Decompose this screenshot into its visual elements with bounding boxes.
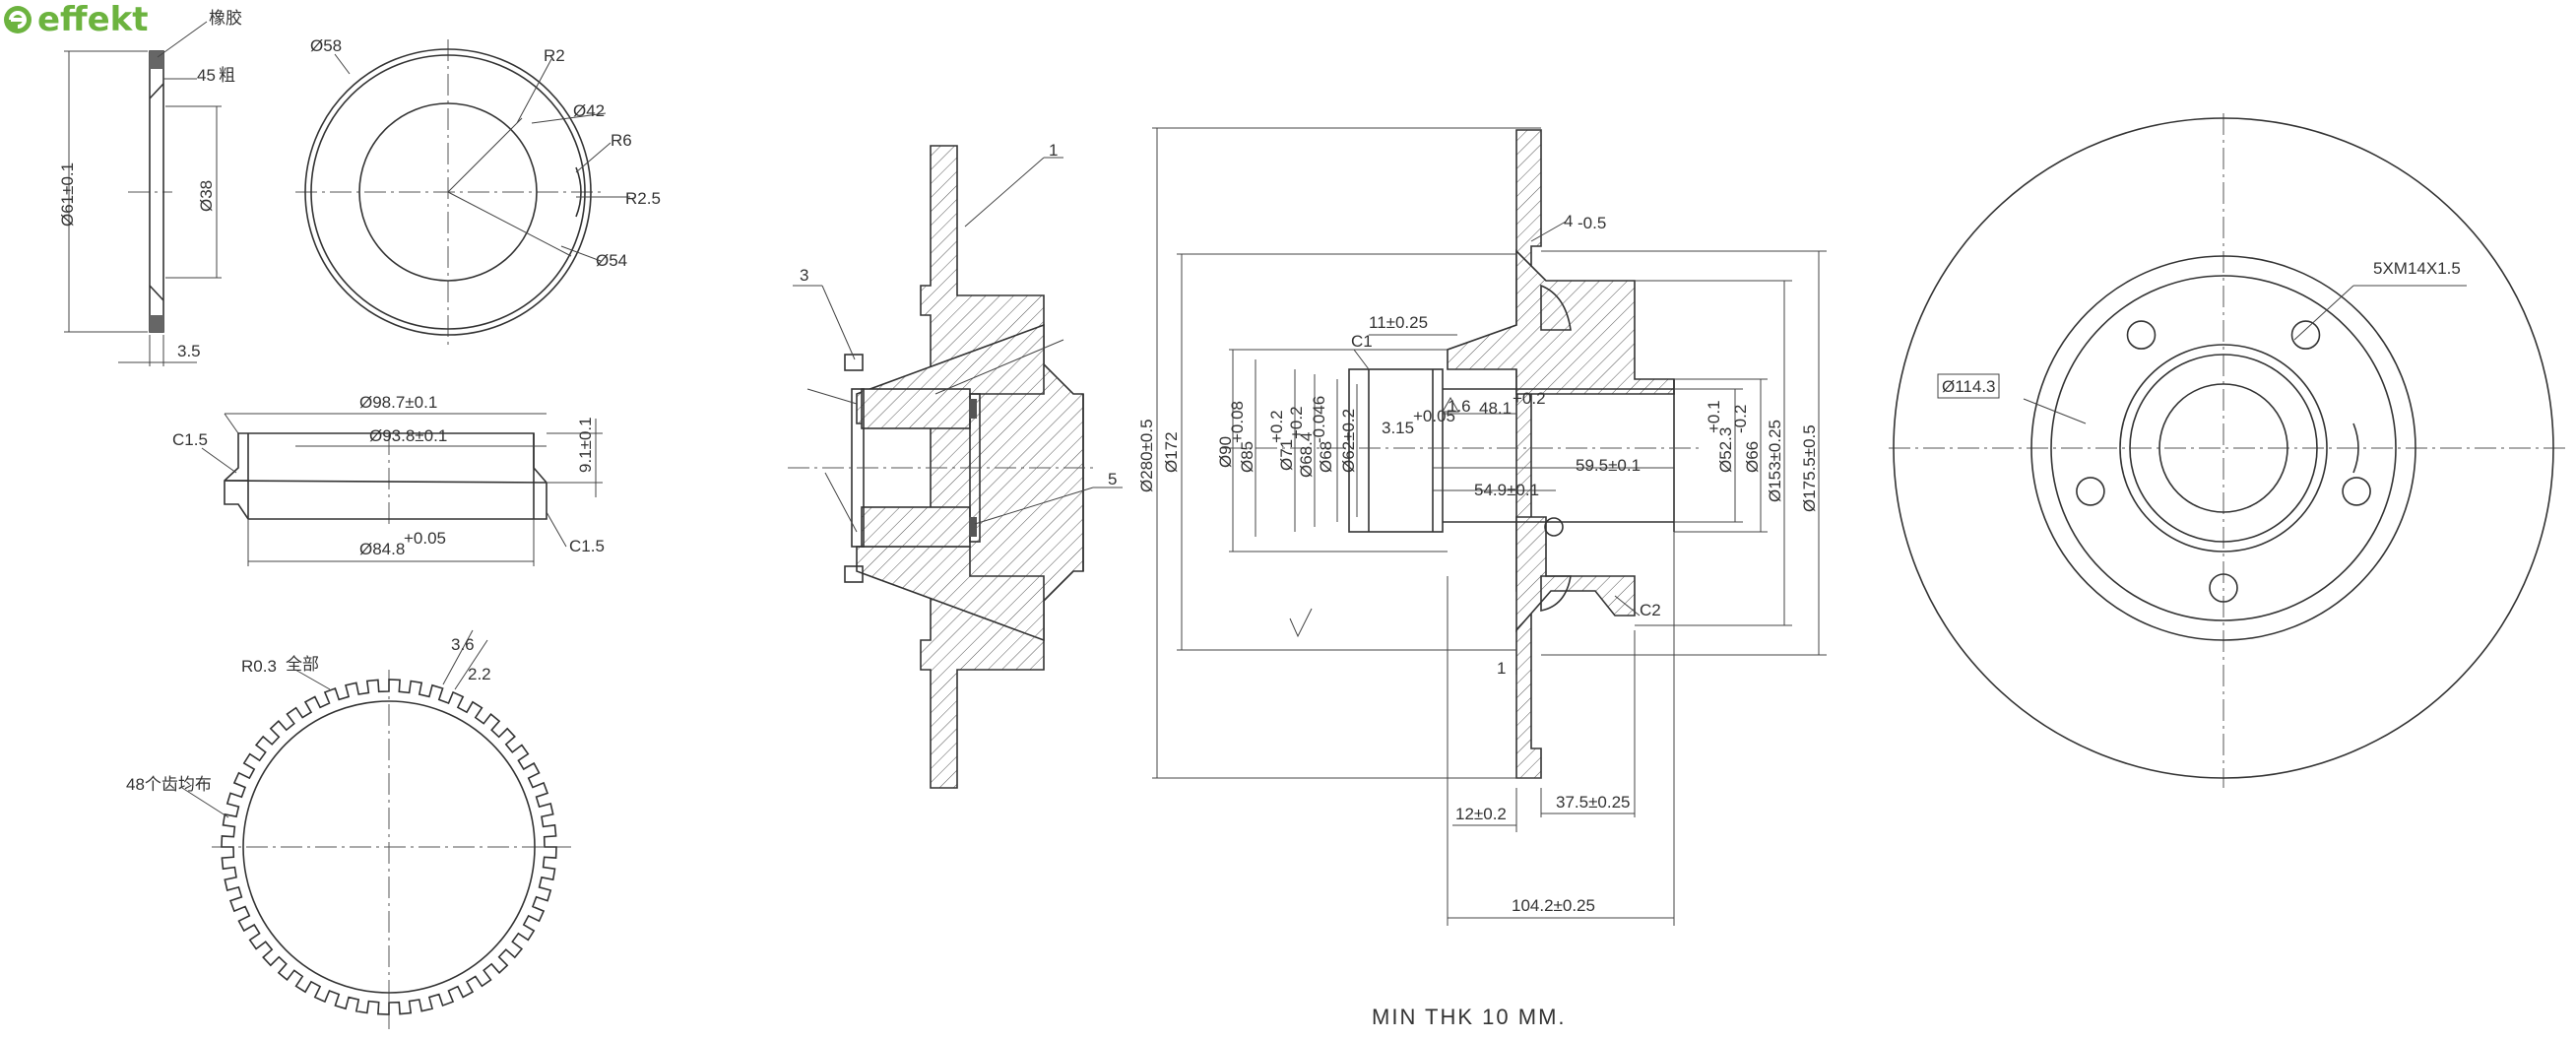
front-pcd: Ø114.3 [1942, 377, 1996, 396]
disc-d523: Ø52.3 [1716, 427, 1735, 473]
disc-t12: 12±0.2 [1455, 805, 1507, 823]
disc-d1755: Ø175.5±0.5 [1800, 424, 1819, 512]
disc-d684: Ø68.4 [1297, 432, 1316, 478]
disc-d66-tol: -0.2 [1731, 405, 1750, 433]
disc-c2: C2 [1640, 601, 1661, 619]
seal-angle: 45 [197, 66, 216, 85]
disc-t549: 54.9±0.1 [1474, 481, 1539, 499]
disc-c1: C1 [1351, 332, 1373, 351]
ring-front-view: Ø58 R2 Ø42 R6 R2.5 Ø54 [295, 36, 661, 345]
bearing-ring-section: Ø98.7±0.1 Ø93.8±0.1 Ø84.8 +0.05 9.1±0.1 … [172, 393, 605, 566]
effekt-logo-icon [4, 6, 32, 33]
disc-t4-tol: -0.5 [1578, 214, 1606, 232]
bearing-c15-left: C1.5 [172, 430, 208, 449]
bolt-hole [2342, 477, 2371, 506]
abs-t36: 3.6 [451, 635, 475, 654]
disc-d523-tol: +0.1 [1705, 400, 1723, 433]
disc-front-view: 5XM14X1.5 Ø114.3 [1889, 113, 2565, 788]
disc-d280: Ø280±0.5 [1137, 419, 1156, 492]
seal-section-view: Ø61±0.1 Ø38 3.5 橡胶 45 粗 [58, 9, 242, 366]
brand-logo: effekt [2, 0, 149, 39]
seal-dia-inner: Ø38 [197, 180, 216, 212]
logo-text: effekt [37, 0, 149, 39]
seal-material-label: 橡胶 [209, 9, 242, 28]
disc-t595: 59.5±0.1 [1576, 456, 1641, 475]
disc-d62: Ø62±0.2 [1339, 409, 1358, 473]
bearing-d848: Ø84.8 [359, 540, 405, 558]
ring-d42: Ø42 [573, 101, 605, 120]
front-bolt: 5XM14X1.5 [2373, 259, 2461, 278]
disc-t375: 37.5±0.25 [1556, 793, 1631, 812]
disc-d68-tol: -0.046 [1310, 396, 1328, 443]
bearing-h91: 9.1±0.1 [576, 417, 595, 473]
seal-dia-outer: Ø61±0.1 [58, 162, 77, 227]
bolt-hole [2126, 320, 2157, 350]
bearing-d987: Ø98.7±0.1 [359, 393, 437, 412]
abs-teeth-label: 48个齿均布 [126, 775, 212, 794]
ring-r6: R6 [611, 131, 632, 150]
hub-section-view: 1 3 5 [788, 141, 1123, 789]
disc-t11: 11±0.25 [1369, 313, 1428, 332]
disc-t4: 4 [1564, 212, 1573, 230]
disc-t1042: 104.2±0.25 [1512, 896, 1595, 915]
disc-section-view: Ø280±0.5 Ø172 Ø90 Ø85 +0.08 Ø71 +0.2 Ø68… [1137, 127, 1827, 926]
bearing-c15-right: C1.5 [569, 537, 605, 555]
hub-callout-3: 3 [800, 266, 808, 285]
disc-d71: Ø71 [1277, 439, 1296, 471]
ring-r2: R2 [544, 46, 565, 65]
disc-t16: 1.6 [1448, 397, 1471, 416]
ring-d58: Ø58 [310, 36, 342, 55]
bolt-hole [2076, 477, 2105, 506]
bearing-d938: Ø93.8±0.1 [369, 426, 447, 445]
disc-d85-tol: +0.08 [1228, 401, 1247, 443]
disc-d71-tol: +0.2 [1267, 410, 1286, 443]
disc-t481: 48.1 [1479, 399, 1512, 418]
disc-d68: Ø68 [1317, 441, 1335, 473]
disc-t1: 1 [1497, 659, 1506, 678]
bolt-hole [2290, 320, 2321, 350]
hub-callout-1: 1 [1049, 141, 1058, 160]
min-thickness-note: MIN THK 10 MM. [1372, 1005, 1567, 1029]
bolt-holes [2076, 320, 2371, 603]
disc-d90: Ø90 [1216, 436, 1235, 468]
bolt-hole [2209, 573, 2238, 603]
disc-d66: Ø66 [1743, 441, 1762, 473]
disc-d684-tol: +0.2 [1287, 406, 1306, 439]
ring-r25: R2.5 [625, 189, 661, 208]
disc-d85: Ø85 [1238, 441, 1256, 473]
abs-tone-ring: R0.3 全部 3.6 2.2 48个齿均布 [126, 629, 571, 1029]
disc-d153: Ø153±0.25 [1766, 420, 1784, 502]
abs-r03: R0.3 [241, 657, 277, 676]
seal-width: 3.5 [177, 342, 201, 360]
ring-d54: Ø54 [596, 251, 627, 270]
disc-d172: Ø172 [1162, 431, 1181, 473]
bearing-d848-tol: +0.05 [404, 529, 446, 548]
seal-angle-suffix: 粗 [219, 66, 235, 85]
disc-t315: 3.15 [1382, 419, 1414, 437]
abs-r03-note: 全部 [286, 655, 319, 674]
disc-t481-tol: +0.2 [1513, 389, 1546, 408]
abs-t22: 2.2 [468, 665, 491, 683]
hub-callout-5: 5 [1108, 470, 1117, 488]
